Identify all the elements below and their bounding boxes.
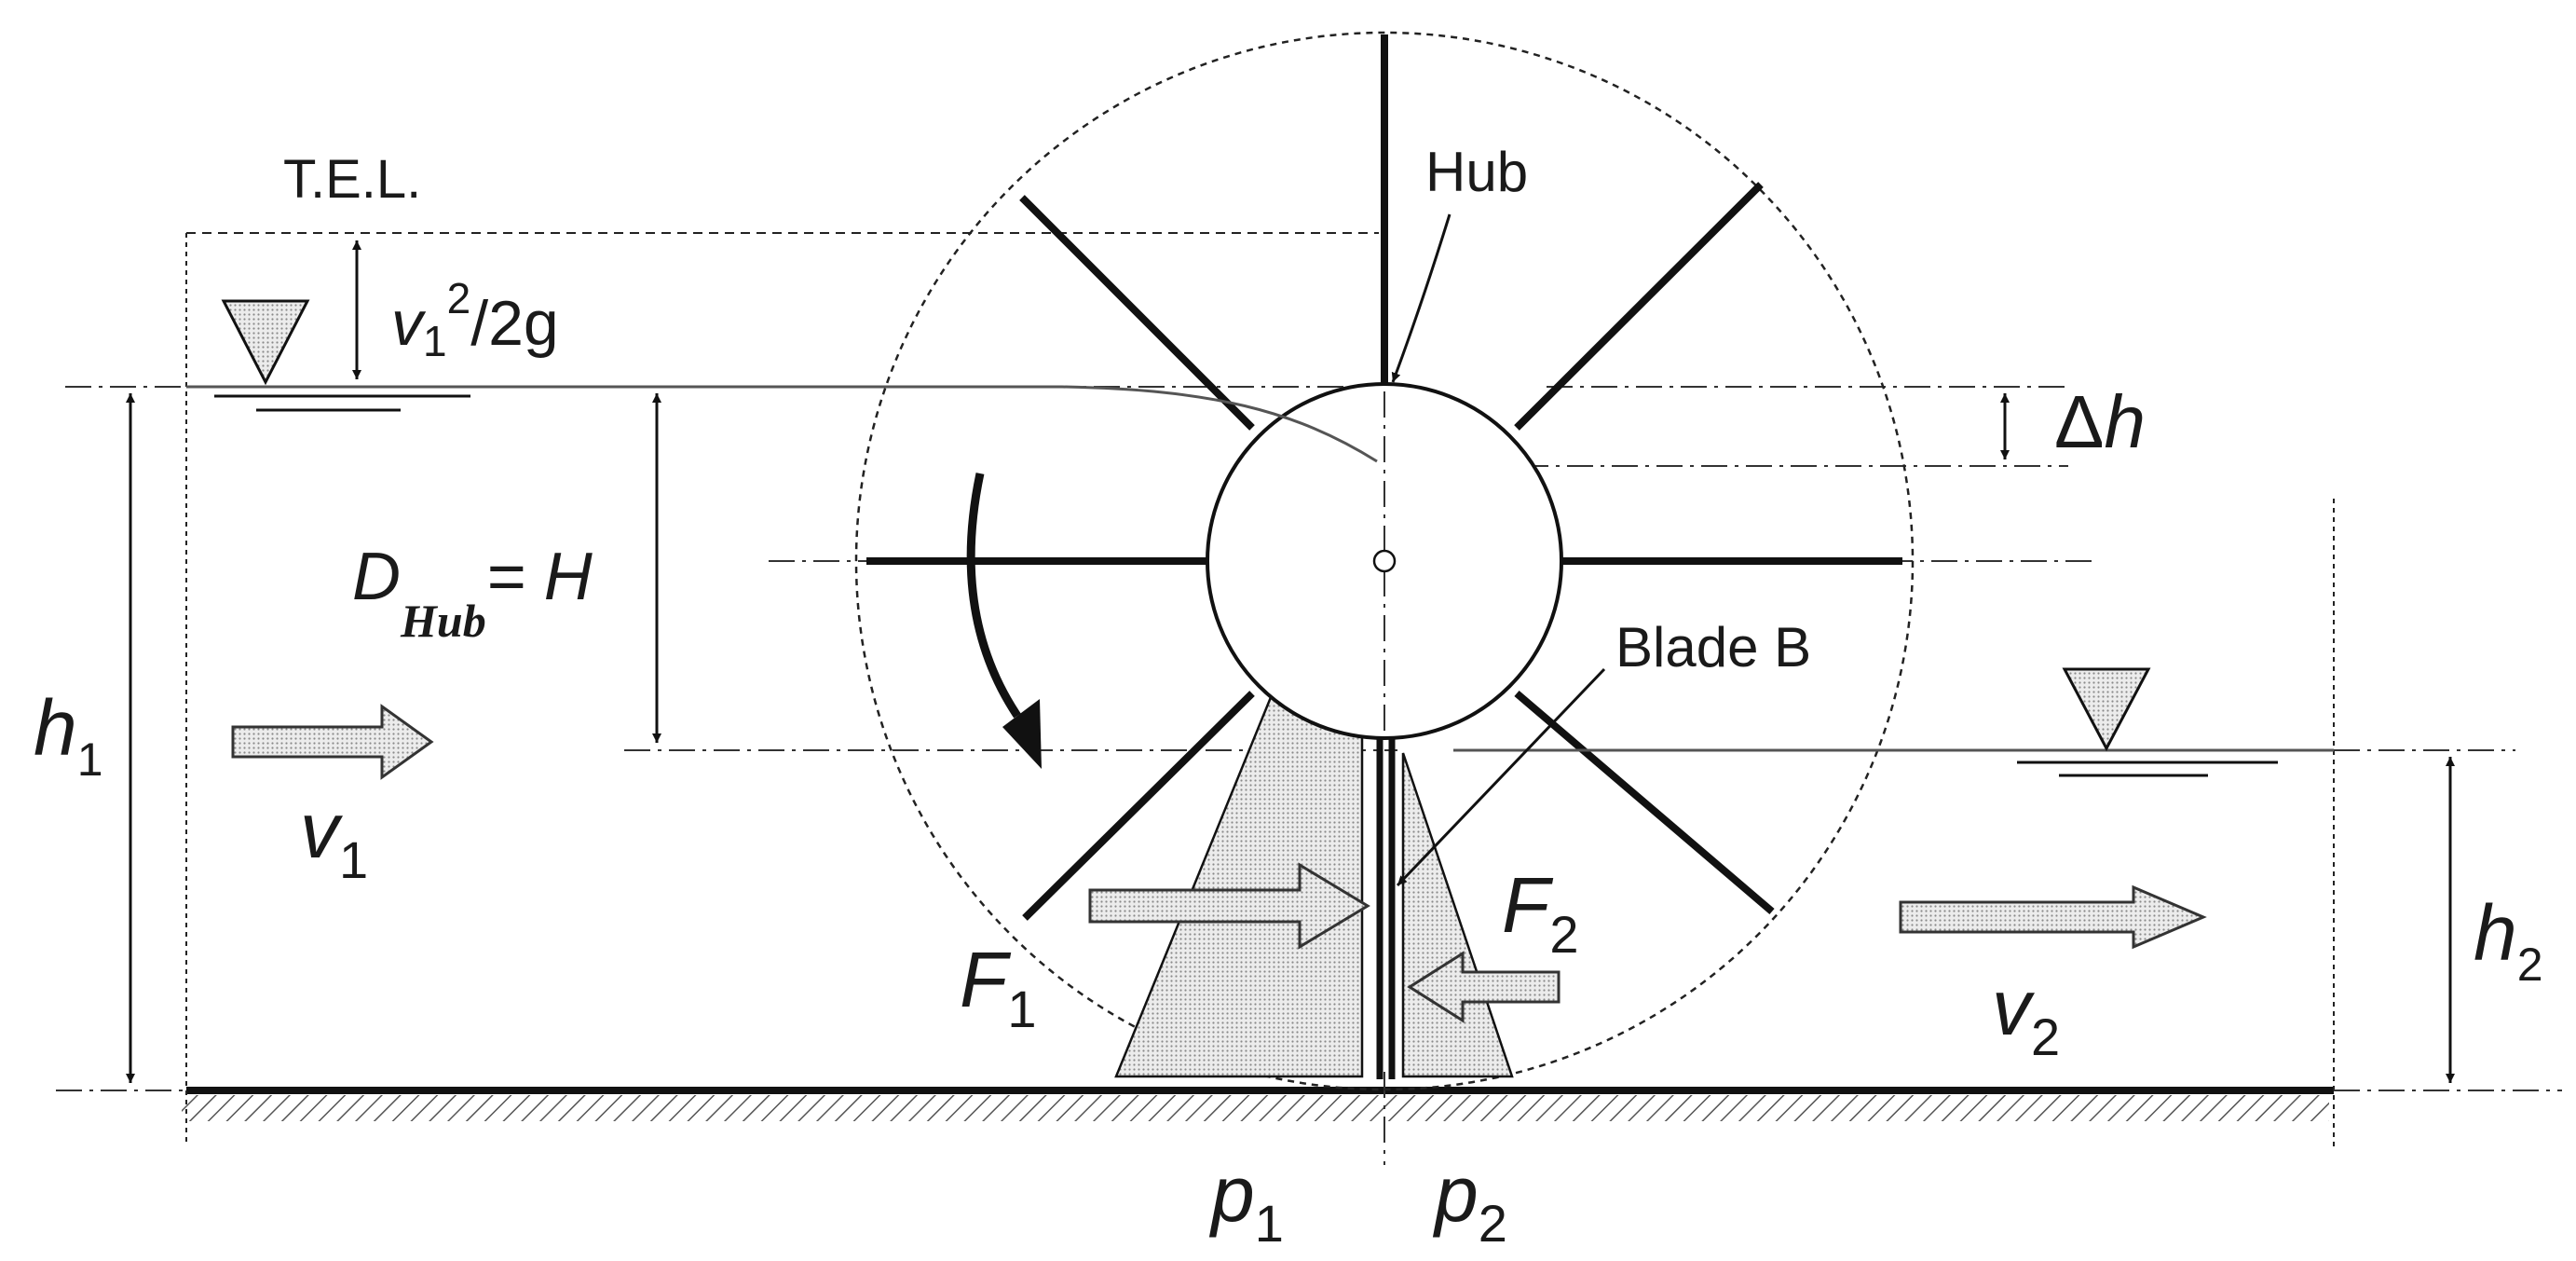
dimension-arrows <box>126 240 2455 1083</box>
tel-label: T.E.L. <box>283 149 421 210</box>
v2-flow-arrow-icon <box>1899 884 2207 950</box>
delta-h-label: Δh <box>2054 380 2146 463</box>
h2-label: h2 <box>2474 889 2543 991</box>
channel-bed <box>182 1087 2334 1121</box>
leader-arrows <box>1391 213 1606 887</box>
h1-label: h1 <box>34 684 103 786</box>
surface-triangle-icon <box>221 299 310 386</box>
wheel-circle <box>854 31 1915 1091</box>
flow-arrows <box>231 704 2207 1023</box>
rotation-arrow-icon <box>966 473 1042 769</box>
f2-label: F2 <box>1502 861 1578 964</box>
f2-force-arrow-icon <box>1407 951 1561 1023</box>
blade-b <box>1376 736 1396 1079</box>
downstream-surface-symbol <box>2017 667 2278 777</box>
p2-label: p2 <box>1432 1150 1507 1253</box>
velocity-head-label: v12/2g <box>391 274 559 365</box>
v2-label: v2 <box>1992 964 2060 1066</box>
d-hub-label: DHub= H <box>352 540 593 647</box>
surface-triangle-icon <box>2062 667 2151 752</box>
pressure-triangle-downstream <box>1401 752 1514 1078</box>
ground-hatch <box>182 1095 2329 1121</box>
p1-label: p1 <box>1208 1150 1284 1253</box>
spoke-bottom-right <box>1514 690 1775 915</box>
channel-walls <box>185 233 2335 1146</box>
v1-flow-arrow-icon <box>231 704 434 780</box>
v1-label: v1 <box>300 787 368 889</box>
blade-leader-arrow <box>1396 667 1606 887</box>
spoke-top-right <box>1514 182 1764 431</box>
hub-leader-arrow <box>1391 213 1452 383</box>
upstream-surface-symbol <box>214 299 470 412</box>
wheel-spokes <box>866 34 1902 921</box>
blade-label: Blade B <box>1615 616 1811 678</box>
hub-axle <box>1372 549 1397 573</box>
f1-force-arrow-icon <box>1088 862 1370 950</box>
f1-label: F1 <box>960 936 1036 1038</box>
spoke-top-left <box>1019 195 1255 431</box>
upstream-water-surface <box>186 385 1378 463</box>
hub-label: Hub <box>1425 141 1528 203</box>
spoke-bottom-left <box>1022 691 1255 921</box>
